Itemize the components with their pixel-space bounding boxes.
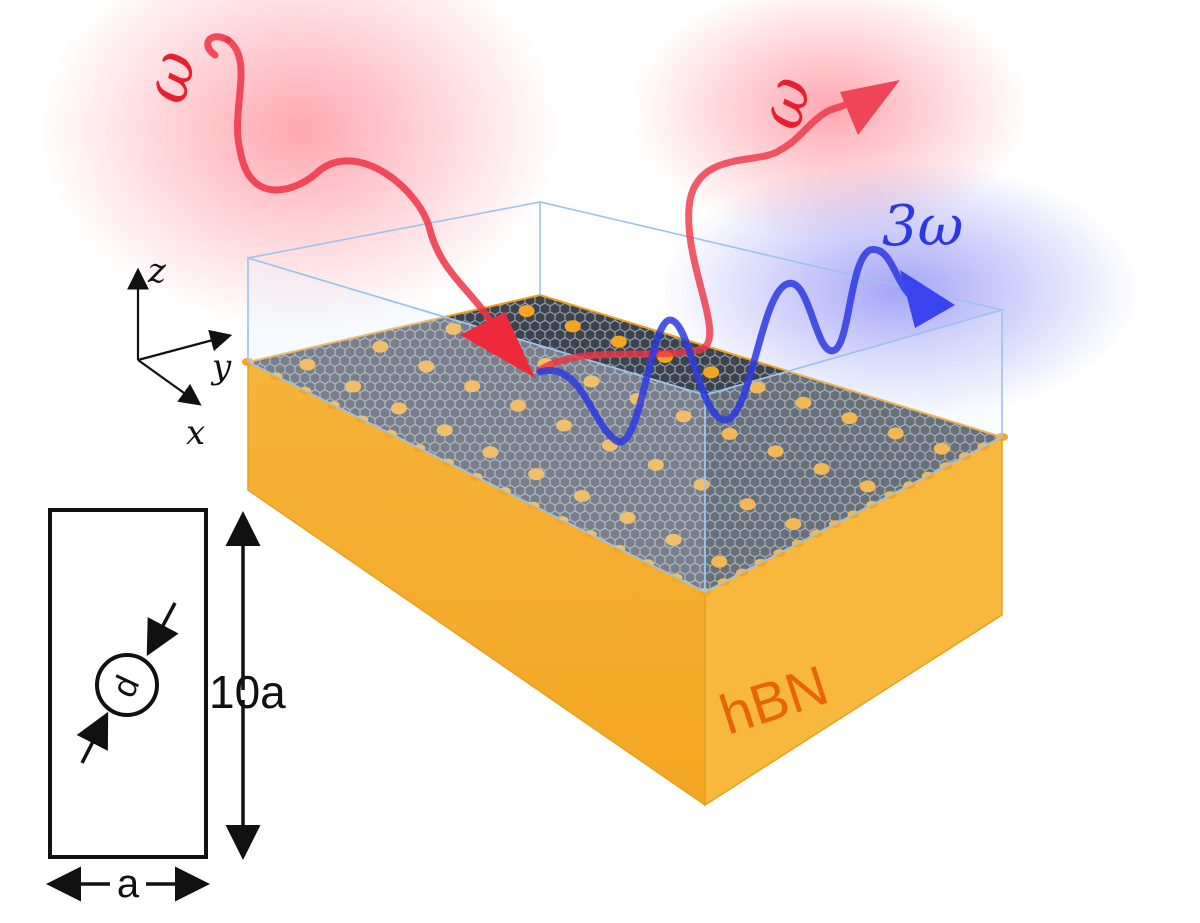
diameter-arrow-lower	[76, 711, 109, 764]
hole	[518, 305, 535, 317]
unit-cell-frame	[48, 508, 208, 859]
axis-z-label: z	[147, 251, 167, 291]
diameter-arrow-upper	[146, 602, 179, 657]
hole	[610, 335, 627, 348]
incident-wave	[204, 33, 535, 378]
hole	[665, 533, 682, 546]
hole	[785, 518, 802, 530]
width-label: a	[117, 862, 140, 906]
hole	[767, 445, 784, 458]
hole	[887, 427, 904, 440]
unit-cell-inset: d 10a a	[46, 508, 286, 906]
hole	[390, 402, 407, 415]
axis-x-label: x	[186, 413, 205, 453]
hole	[841, 412, 858, 425]
height-label: 10a	[209, 666, 286, 718]
hole	[464, 380, 481, 393]
incident-arrowhead	[460, 312, 535, 378]
blue-glow	[660, 160, 1140, 420]
hole	[675, 410, 692, 423]
hole	[574, 490, 590, 502]
third-harmonic-wave	[536, 246, 955, 446]
hole	[345, 380, 362, 393]
hole	[703, 366, 720, 379]
axis-y-label: y	[210, 347, 232, 387]
reflected-wave	[536, 80, 900, 374]
hole-circle	[95, 653, 159, 717]
wavy-arrow-red-icon	[536, 96, 864, 374]
hole	[564, 320, 581, 333]
hole	[739, 498, 756, 511]
harmonic-arrowhead	[900, 270, 955, 328]
hole	[510, 399, 527, 412]
coordinate-axes-icon	[127, 267, 233, 406]
hole	[749, 381, 766, 394]
hole	[299, 358, 316, 371]
hole	[711, 555, 728, 568]
red-glow-left	[40, 0, 560, 330]
hole	[445, 322, 462, 335]
hole	[795, 396, 812, 409]
hole	[859, 480, 876, 493]
hole	[482, 446, 499, 459]
hole	[619, 511, 636, 524]
third-harmonic-label: 3ω	[882, 194, 963, 259]
hole	[556, 419, 572, 432]
reflected-arrowhead	[840, 80, 900, 135]
hole	[372, 340, 389, 353]
hole	[528, 468, 545, 481]
superstrate-box	[247, 201, 1006, 594]
wavy-arrow-blue-icon	[536, 246, 914, 446]
hole	[933, 442, 950, 455]
hole	[647, 458, 664, 471]
hole	[583, 375, 600, 388]
hole	[813, 462, 830, 475]
hole	[436, 424, 453, 437]
hole	[418, 360, 435, 373]
wavy-arrow-red-icon	[224, 36, 504, 334]
box-side-face	[704, 308, 1003, 594]
hole	[721, 427, 738, 440]
